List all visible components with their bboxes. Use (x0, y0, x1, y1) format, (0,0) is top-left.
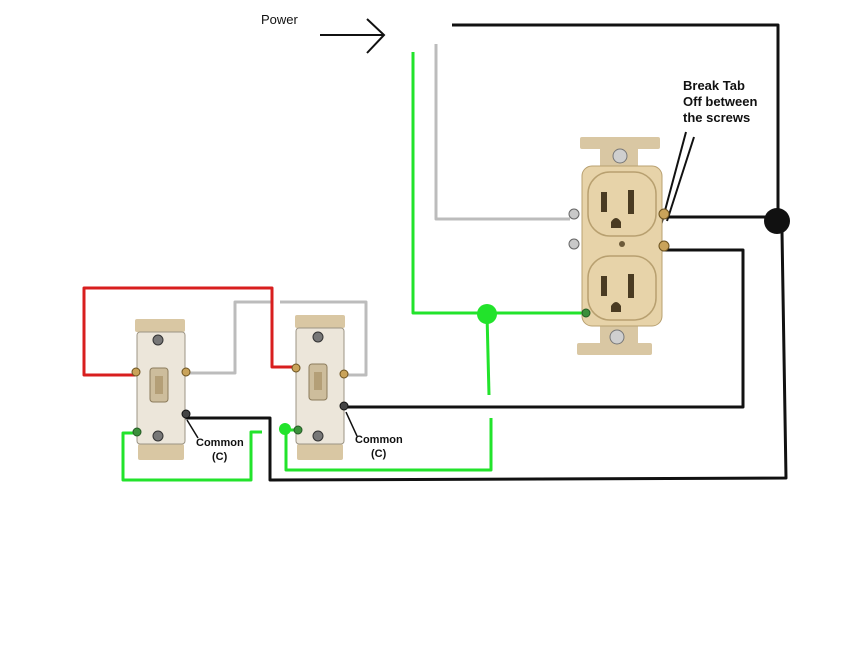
switch-strap (297, 444, 343, 460)
toggle-lever (314, 372, 322, 390)
terminal-screw-icon (312, 331, 324, 343)
hot-wire-supply (452, 23, 780, 212)
neutral-traveler-right (280, 300, 368, 377)
neutral-traveler-left (186, 300, 272, 375)
slot-icon (628, 274, 634, 298)
mounting-screw-bottom (609, 329, 625, 345)
traveler-screw-icon (291, 363, 301, 373)
hot-wire-to-switch-loop (185, 231, 788, 482)
break-tab-label-line3: the screws (683, 110, 750, 125)
center-screw-icon (619, 241, 625, 247)
ground-splice-dot (477, 304, 497, 324)
toggle-lever (155, 376, 163, 394)
common-pointer-right (345, 411, 358, 437)
duplex-receptacle (568, 137, 670, 355)
ground-screw-icon (132, 427, 142, 437)
common-label-right-line1: Common (355, 434, 403, 446)
receptacle-strap-top (580, 137, 660, 149)
ground-hole-icon (611, 302, 621, 312)
power-label: Power (261, 12, 299, 27)
ground-wire-to-left-switch (121, 430, 262, 482)
ground-wire-drop-upper (485, 313, 491, 396)
break-tab-label-line2: Off between (683, 94, 757, 109)
traveler-screw-icon (339, 369, 349, 379)
outlet-face-bottom (587, 255, 657, 321)
common-screw-icon (339, 401, 349, 411)
terminal-screw-icon (152, 430, 164, 442)
common-pointer-left (186, 419, 199, 439)
break-tab-pointer-arrow (666, 136, 695, 222)
switched-leg-wire (340, 248, 745, 409)
neutral-wire-supply (434, 44, 570, 221)
outlet-face-top (587, 171, 657, 237)
common-label-left-line1: Common (196, 437, 244, 449)
ground-screw-icon (293, 425, 303, 435)
terminal-screw-left-top (568, 208, 580, 220)
traveler-screw-icon (131, 367, 141, 377)
power-arrow-icon (320, 18, 386, 54)
ground-hole-icon (611, 218, 621, 228)
common-label-left-line2: (C) (212, 451, 228, 463)
three-way-switch-right (291, 315, 349, 460)
ground-splice-dot-small (279, 423, 291, 435)
break-tab-label-line1: Break Tab (683, 78, 745, 93)
terminal-screw-icon (152, 334, 164, 346)
wires (82, 23, 788, 482)
common-label-right-line2: (C) (371, 448, 387, 460)
slot-icon (628, 190, 634, 214)
slot-icon (601, 276, 607, 296)
receptacle-strap-bottom (577, 343, 652, 355)
switch-strap (295, 315, 345, 328)
three-way-switch-left (131, 319, 191, 460)
terminal-screw-icon (312, 430, 324, 442)
ground-screw-icon (581, 308, 591, 318)
traveler-screw-icon (181, 367, 191, 377)
terminal-screw-right-bottom (658, 240, 670, 252)
switch-strap (138, 444, 184, 460)
hot-splice-dot (764, 208, 790, 234)
red-traveler-wire (82, 286, 300, 377)
slot-icon (601, 192, 607, 212)
switch-strap (135, 319, 185, 332)
terminal-screw-left-bottom (568, 238, 580, 250)
ground-wire-supply (411, 52, 589, 315)
common-screw-icon (181, 409, 191, 419)
mounting-screw-top (612, 148, 628, 164)
terminal-screw-right-top (658, 208, 670, 220)
